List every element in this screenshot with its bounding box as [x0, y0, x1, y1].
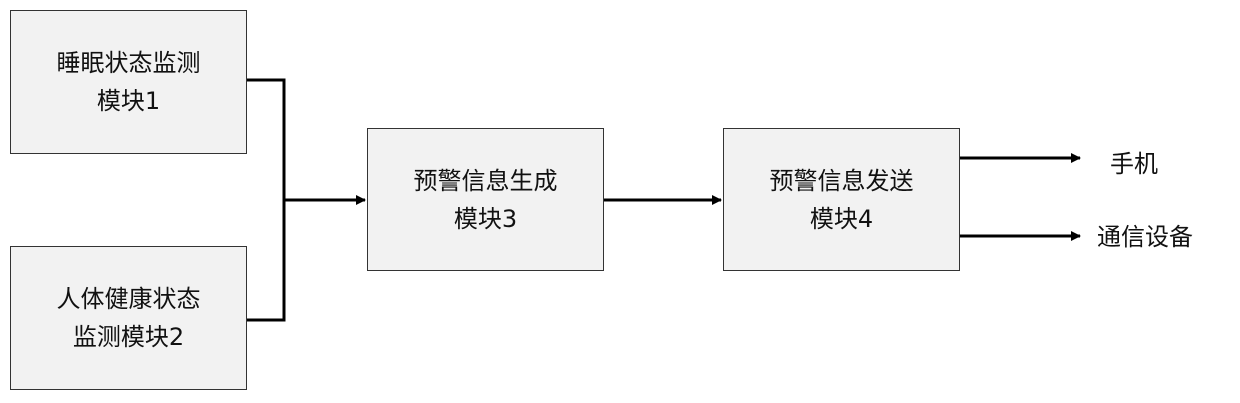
health-monitor-module-label-line1: 人体健康状态	[57, 280, 201, 318]
sleep-monitor-module-label-line1: 睡眠状态监测	[57, 44, 201, 82]
warning-send-module-label-line1: 预警信息发送	[770, 162, 914, 200]
sleep-monitor-module-box: 睡眠状态监测 模块1	[10, 10, 247, 154]
sleep-monitor-module-label-line2: 模块1	[97, 82, 160, 120]
health-monitor-module-box: 人体健康状态 监测模块2	[10, 246, 247, 390]
output-phone-label: 手机	[1110, 149, 1158, 179]
warning-generate-module-label-line1: 预警信息生成	[414, 162, 558, 200]
warning-generate-module-box: 预警信息生成 模块3	[367, 128, 604, 271]
warning-send-module-box: 预警信息发送 模块4	[723, 128, 960, 271]
warning-generate-module-label-line2: 模块3	[454, 200, 517, 238]
connector-module2-to-junction	[247, 200, 284, 320]
output-comm-device-label: 通信设备	[1097, 222, 1193, 252]
connector-module1-to-junction	[247, 80, 284, 200]
health-monitor-module-label-line2: 监测模块2	[73, 318, 184, 356]
warning-send-module-label-line2: 模块4	[810, 200, 873, 238]
